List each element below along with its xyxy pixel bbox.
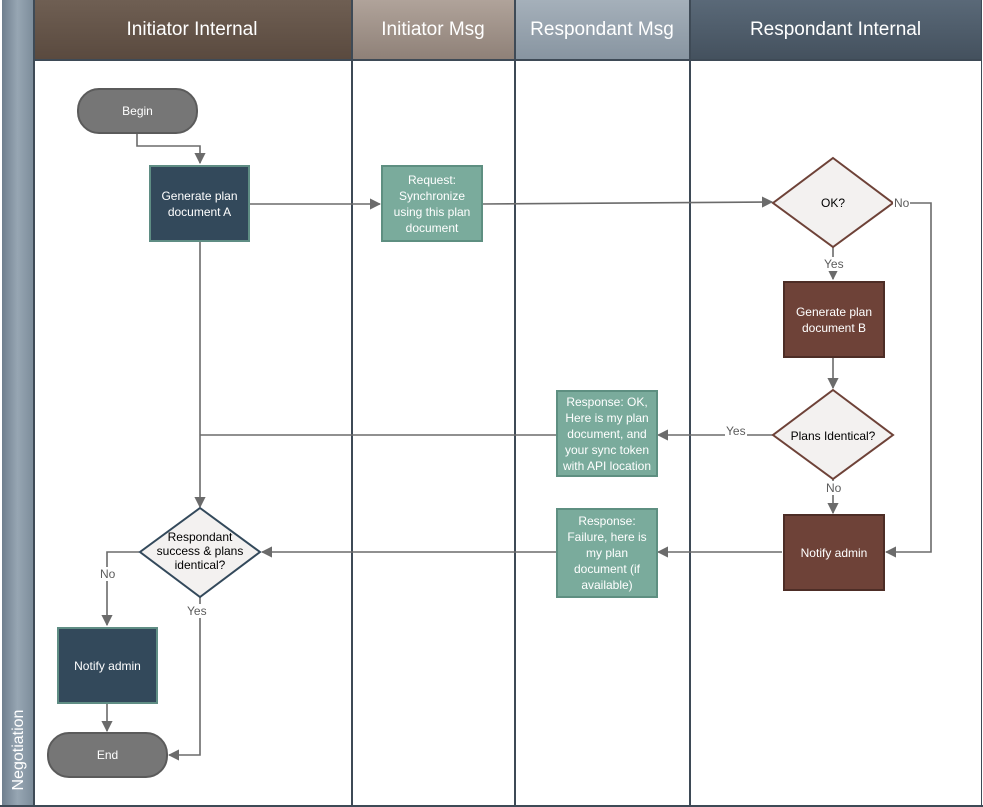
process-generate-plan-b: Generate plan document B — [783, 281, 885, 358]
decision-ok-shape — [771, 156, 895, 249]
edge-label-plans-no: No — [825, 481, 843, 495]
edge-begin-to-gen-a — [136, 133, 206, 165]
lane-divider — [689, 0, 691, 807]
process-notify-admin-respondant: Notify admin — [783, 514, 885, 591]
message-request: Request: Synchronize using this plan doc… — [381, 165, 483, 242]
edge-success-yes — [167, 597, 201, 761]
edge-label-ok-no: No — [893, 196, 911, 210]
decision-ok: OK? — [820, 196, 845, 210]
lane-divider — [514, 0, 516, 807]
lane-header-respondant-msg: Respondant Msg — [515, 0, 689, 59]
lane-header-initiator-msg: Initiator Msg — [352, 0, 514, 59]
lane-header-initiator-internal: Initiator Internal — [33, 0, 351, 59]
header-divider — [33, 59, 981, 61]
edge-label-success-yes: Yes — [186, 604, 208, 618]
lane-divider — [351, 0, 353, 807]
decision-plans-identical: Plans Identical? — [790, 429, 876, 443]
lane-border — [0, 805, 983, 807]
decision-respondant-success: Respondant success & plans identical? — [156, 530, 244, 572]
decision-plans-identical-shape — [771, 388, 895, 481]
decision-respondant-success-shape — [138, 506, 262, 599]
terminal-end: End — [47, 732, 168, 778]
process-generate-plan-a: Generate plan document A — [149, 165, 250, 242]
edge-request-to-ok — [481, 196, 774, 208]
lane-border — [981, 0, 982, 807]
terminal-begin: Begin — [77, 88, 198, 134]
edge-ok-no — [884, 202, 932, 558]
edge-label-ok-yes: Yes — [823, 257, 845, 271]
lane-header-respondant-internal: Respondant Internal — [690, 0, 981, 59]
lane-divider — [33, 0, 35, 807]
edge-label-success-no: No — [99, 567, 117, 581]
swimlane-band: Negotiation — [2, 0, 33, 807]
message-response-failure: Response: Failure, here is my plan docum… — [556, 508, 658, 598]
process-notify-admin-initiator: Notify admin — [57, 627, 158, 704]
message-response-ok: Response: OK, Here is my plan document, … — [556, 390, 658, 477]
edge-label-plans-yes: Yes — [725, 424, 747, 438]
edge-success-no — [101, 551, 139, 627]
